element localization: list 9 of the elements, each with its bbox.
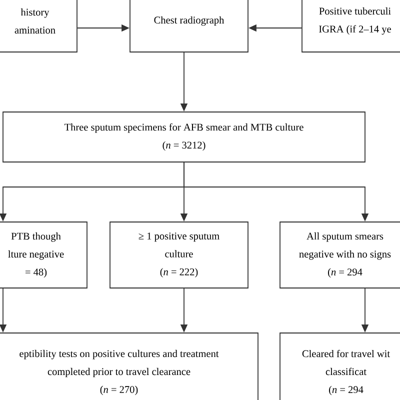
process-box: All sputum smears negative with no signs (n = 294 — [280, 222, 400, 288]
process-box: Three sputum specimens for AFB smear and MTB culture (n = 3212) — [2, 112, 366, 162]
process-box: Positive tuberculi IGRA (if 2–14 ye — [302, 0, 400, 52]
process-box: PTB though lture negative = 48) — [0, 222, 88, 288]
process-box: ≥ 1 positive sputum culture (n = 222) — [110, 222, 248, 288]
process-box: Chest radiograph — [130, 0, 248, 52]
process-box: Cleared for travel wit classificat (n = 294 — [280, 332, 400, 400]
process-box: history amination — [0, 0, 78, 52]
process-box: eptibility tests on positive cultures and treatment completed prior to travel clearance (n = 270) — [0, 332, 258, 400]
